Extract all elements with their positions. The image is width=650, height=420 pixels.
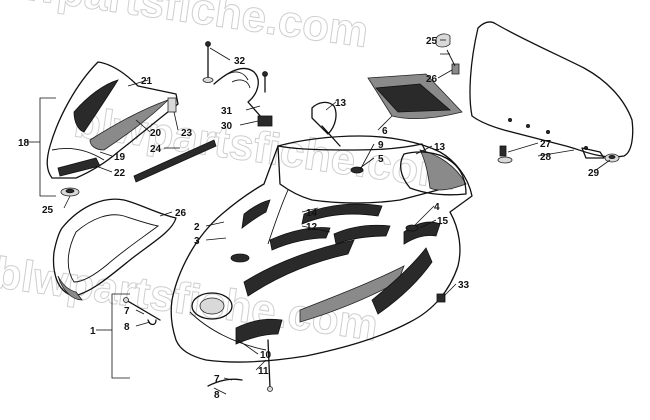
callout-labels: 18 1 21 20 19 22 23 24 25 26 32 31 30 13… bbox=[18, 36, 600, 401]
windshield-bracket bbox=[581, 147, 605, 159]
reflector-33 bbox=[436, 293, 446, 303]
callout-33: 33 bbox=[458, 280, 470, 291]
callout-32: 32 bbox=[234, 56, 246, 67]
side-panel-clip bbox=[167, 97, 177, 113]
callout-12: 12 bbox=[306, 222, 318, 233]
headlight-lens bbox=[199, 297, 225, 315]
bracket-16 bbox=[39, 97, 56, 197]
callout-6: 6 bbox=[382, 126, 388, 137]
right-side-cowl-13 bbox=[399, 151, 467, 196]
hood-vent-right bbox=[333, 224, 391, 245]
callout-14: 14 bbox=[306, 208, 318, 219]
grommet-29 bbox=[604, 153, 620, 163]
hood-assembly bbox=[170, 135, 473, 363]
windshield-hole-1 bbox=[507, 118, 512, 123]
callout-8-lower: 8 bbox=[214, 390, 220, 401]
side-panel-lettering-decal bbox=[57, 157, 101, 177]
callout-9: 10 bbox=[260, 350, 272, 361]
side-panel-decal-lower bbox=[89, 99, 169, 151]
side-panel-assembly bbox=[46, 61, 179, 179]
hood-side-panel-right bbox=[419, 149, 467, 191]
hood-crease-lower bbox=[189, 311, 267, 351]
pin-rod-7-lower bbox=[207, 339, 273, 392]
callout-19: 21 bbox=[141, 76, 153, 87]
callout-4: 4 bbox=[434, 202, 440, 213]
callout-20: 22 bbox=[114, 168, 126, 179]
windshield-hole-3 bbox=[546, 129, 551, 134]
callout-21: 23 bbox=[181, 128, 193, 139]
callout-13-mirror: 13 bbox=[335, 98, 347, 109]
hood-vent-side bbox=[241, 199, 271, 229]
hood-vent-left bbox=[269, 227, 331, 251]
spring-cable-31 bbox=[202, 41, 273, 127]
pin-rod-7-upper bbox=[123, 297, 161, 326]
hood-side-decal-upper bbox=[243, 239, 355, 297]
callout-11: 11 bbox=[258, 366, 269, 377]
foam-seal-24 bbox=[52, 198, 177, 301]
windshield-hole-2 bbox=[526, 124, 531, 129]
hairpin-8-lower bbox=[207, 378, 243, 387]
callout-17: 19 bbox=[114, 152, 126, 163]
callout-24: 26 bbox=[175, 208, 187, 219]
callout-30: 30 bbox=[221, 121, 233, 132]
hood-mount-hole bbox=[230, 253, 250, 263]
callout-25: 25 bbox=[426, 36, 438, 47]
side-panel-outline bbox=[46, 61, 179, 179]
mirror-13 bbox=[311, 101, 341, 147]
side-panel-decal-upper bbox=[73, 79, 119, 133]
nose-decal bbox=[235, 318, 283, 345]
windshield-assembly bbox=[469, 21, 634, 159]
callout-23: 25 bbox=[42, 205, 54, 216]
side-panel-crease bbox=[51, 148, 105, 161]
upper-cover-6 bbox=[367, 73, 463, 120]
callout-7-upper: 7 bbox=[124, 306, 130, 317]
fastener-27 bbox=[497, 145, 513, 164]
callout-31: 31 bbox=[221, 106, 233, 117]
callout-29: 29 bbox=[588, 168, 600, 179]
callout-18: 20 bbox=[150, 128, 162, 139]
callout-2: 2 bbox=[194, 222, 200, 233]
callout-13-cowl: 13 bbox=[434, 142, 446, 153]
hood-side-decal-rear bbox=[371, 247, 433, 315]
callout-10: 9 bbox=[378, 140, 384, 151]
callout-22: 24 bbox=[150, 144, 162, 155]
windshield-outline bbox=[469, 21, 634, 158]
well-nut-26 bbox=[446, 49, 460, 75]
watermark-text-top: blwpartsfiche.com bbox=[0, 0, 371, 57]
stripe-decal-22 bbox=[133, 139, 217, 183]
watermark-text-bottom: blwpartsfiche.com bbox=[0, 248, 381, 350]
callout-7-lower: 7 bbox=[214, 374, 220, 385]
headlight-bezel bbox=[191, 292, 233, 320]
grommet-23 bbox=[60, 187, 80, 197]
callout-5: 5 bbox=[378, 154, 384, 165]
callout-28: 28 bbox=[540, 152, 552, 163]
callout-27: 27 bbox=[540, 139, 552, 150]
hairpin-8-upper bbox=[147, 319, 157, 326]
block-30 bbox=[257, 115, 273, 127]
hood-crease-center bbox=[267, 189, 289, 245]
hood-rivet-right bbox=[405, 224, 419, 232]
knob-25 bbox=[435, 33, 451, 48]
callout-16: 18 bbox=[18, 138, 30, 149]
callout-15: 15 bbox=[437, 216, 449, 227]
hood-vent-upper bbox=[301, 203, 383, 225]
callout-8-upper: 8 bbox=[124, 322, 130, 333]
leader-lines bbox=[26, 39, 611, 395]
callout-3: 3 bbox=[194, 236, 200, 247]
bracket-1 bbox=[111, 293, 130, 379]
hood-outline bbox=[170, 135, 473, 363]
callout-1: 1 bbox=[90, 326, 96, 337]
hood-rivet-upper bbox=[350, 166, 364, 174]
callout-26: 26 bbox=[426, 74, 438, 85]
